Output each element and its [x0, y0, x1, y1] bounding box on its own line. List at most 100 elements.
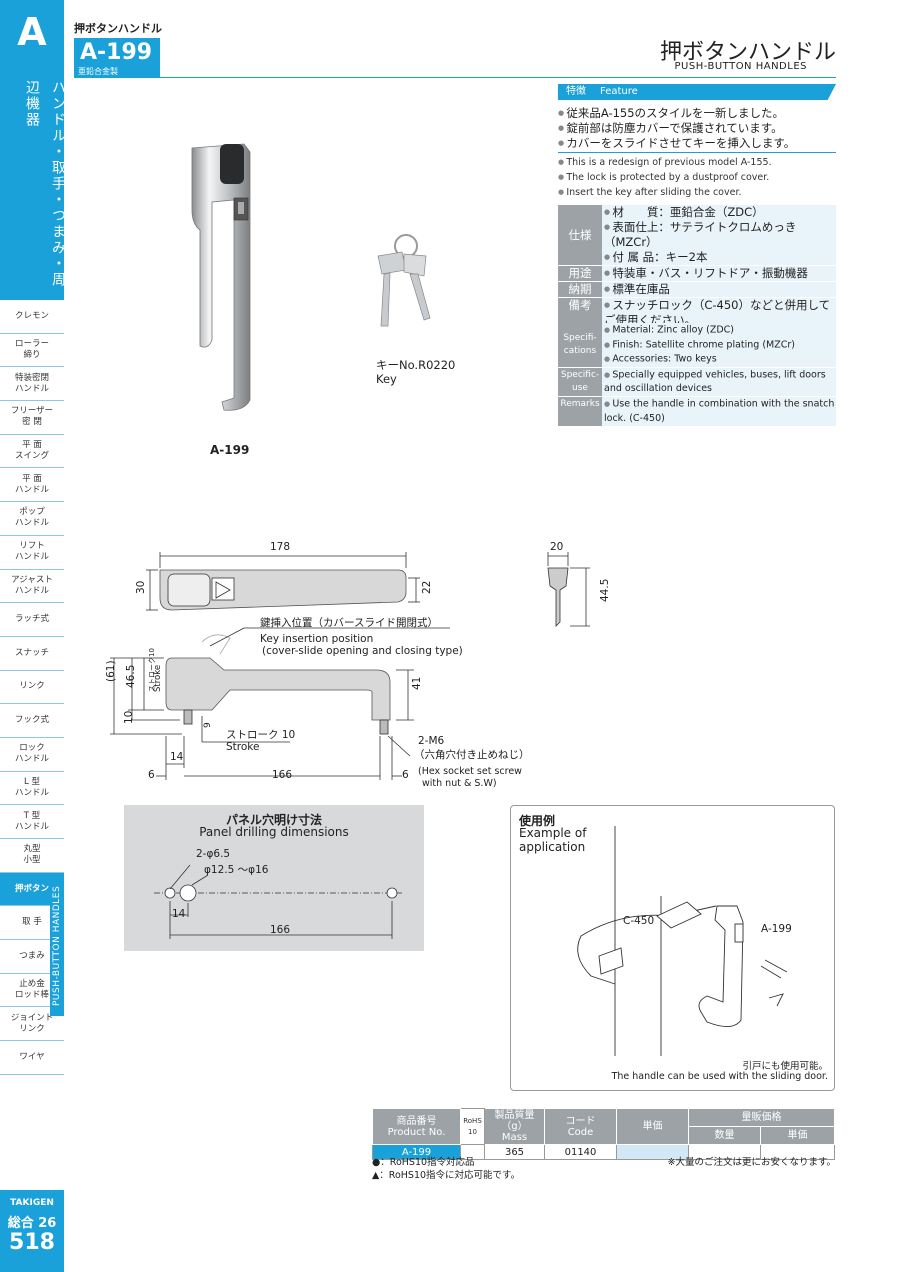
- usage-title-en: Example of application: [519, 826, 587, 854]
- key-label-en: Key: [376, 372, 397, 386]
- sidebar-item[interactable]: スナッチ: [0, 637, 64, 671]
- cell-unit-price: [760, 1144, 835, 1160]
- use-label-en: Specific- use: [558, 367, 602, 397]
- feature-item-en: This is a redesign of previous model A-1…: [558, 155, 771, 170]
- sidebar-item[interactable]: T 型 ハンドル: [0, 805, 64, 839]
- panel-dim-166: 166: [270, 924, 290, 936]
- stroke-label-v-jp: ストローク10: [148, 648, 156, 692]
- usage-illustration: C-450 A-199: [577, 826, 792, 1056]
- key-caption: キーNo.R0220 Key: [376, 358, 455, 386]
- sidebar-item[interactable]: リフト ハンドル: [0, 536, 64, 570]
- key-position-jp: 鍵挿入位置（カバースライド開閉式）: [260, 616, 438, 629]
- usage-note-en: The handle can be used with the sliding …: [611, 1071, 828, 1082]
- dim-top-height: 30: [135, 581, 147, 594]
- sidebar-item[interactable]: ロック ハンドル: [0, 738, 64, 772]
- col-volume-price: 量販価格: [688, 1108, 835, 1127]
- use-value-en: Specially equipped vehicles, buses, lift…: [604, 368, 836, 397]
- sidebar-item[interactable]: L 型 ハンドル: [0, 772, 64, 806]
- sidebar-item[interactable]: ラッチ式: [0, 603, 64, 637]
- sidebar-item[interactable]: ポップ ハンドル: [0, 502, 64, 536]
- dim-61: (61): [105, 660, 117, 682]
- sidebar-item[interactable]: 平 面 スイング: [0, 435, 64, 469]
- usage-label-c450: C-450: [623, 915, 654, 927]
- sidebar-item[interactable]: フック式: [0, 704, 64, 738]
- spec-item-en: Accessories: Two keys: [604, 352, 836, 367]
- sidebar-item[interactable]: 取 手: [0, 906, 64, 941]
- dim-14: 14: [170, 751, 184, 763]
- delivery-value: 標準在庫品: [604, 282, 836, 297]
- dim-41: 41: [411, 677, 423, 690]
- dimension-drawing: 178 30 22 20 44.5 鍵挿入位置（カバースライド開閉式） Key …: [105, 541, 610, 789]
- dim-6-left: 6: [148, 769, 155, 781]
- brand-name: TAKIGEN: [10, 1198, 54, 1208]
- stroke-jp: ストローク 10: [226, 729, 295, 741]
- feature-item: 錠前部は防塵カバーで保護されています。: [558, 121, 795, 136]
- sidebar-item[interactable]: フリーザー 密 閉: [0, 401, 64, 435]
- screw-spec: 2-M6: [418, 735, 445, 747]
- model-number: A-199: [80, 40, 153, 65]
- sidebar-footer: TAKIGEN 総合 26 518: [0, 1190, 64, 1272]
- screw-type-jp: （六角穴付き止めねじ）: [414, 748, 530, 761]
- sidebar-item[interactable]: リンク: [0, 671, 64, 705]
- stroke-label-v-en: Stroke: [153, 665, 163, 692]
- product-photo: [191, 143, 251, 411]
- dim-key-width: 20: [550, 541, 563, 553]
- hole-small: 2-φ6.5: [196, 848, 230, 860]
- model-material: 亜鉛合金製: [78, 67, 118, 76]
- sidebar-item[interactable]: 平 面 ハンドル: [0, 468, 64, 503]
- col-price: 単価: [616, 1108, 689, 1145]
- legend-rohs-possible: ▲：RoHS10指令に対応可能です。: [372, 1170, 521, 1181]
- dim-key-height: 44.5: [599, 579, 610, 602]
- sidebar-item[interactable]: 特装密閉 ハンドル: [0, 367, 64, 402]
- cell-price: [616, 1144, 689, 1160]
- spec-item: 材 質：亜鉛合金（ZDC）: [604, 205, 836, 220]
- panel-title-jp: パネル穴明け寸法: [225, 813, 322, 827]
- header-category: 押ボタンハンドル: [74, 22, 162, 35]
- sidebar-item[interactable]: アジャスト ハンドル: [0, 570, 64, 604]
- feature-item-en: The lock is protected by a dustproof cov…: [558, 170, 772, 185]
- dim-46-5: 46.5: [125, 665, 137, 688]
- dim-10: 10: [123, 711, 135, 724]
- dim-9: 9: [203, 722, 213, 728]
- sidebar-item[interactable]: ローラー 締り: [0, 334, 64, 368]
- sidebar-item[interactable]: 止め金 ロッド棒: [0, 974, 64, 1008]
- hole-large: φ12.5 ～φ16: [204, 864, 269, 876]
- dim-top-width: 178: [270, 541, 290, 553]
- sidebar-item[interactable]: クレモン: [0, 300, 64, 334]
- sidebar-section-en: PUSH-BUTTON HANDLES: [50, 876, 64, 1016]
- remarks-value-en: Use the handle in combination with the s…: [604, 397, 836, 426]
- sidebar-item[interactable]: ワイヤ: [0, 1041, 64, 1075]
- sidebar-item[interactable]: つまみ: [0, 940, 64, 974]
- sidebar-item[interactable]: 丸型 小型: [0, 839, 64, 873]
- legend-rohs: ●：RoHS10指令対応品: [372, 1157, 475, 1168]
- feature-heading: 特徴 Feature: [558, 84, 836, 100]
- usage-example-box: 使用例 Example of application C-450 A-199 引…: [510, 805, 835, 1091]
- feature-label-en: Feature: [600, 86, 638, 97]
- feature-list-jp: 従来品A-155のスタイルを一新しました。 錠前部は防塵カバーで保護されています…: [558, 106, 795, 151]
- feature-label-jp: 特徴: [566, 86, 586, 97]
- dim-166: 166: [272, 769, 292, 781]
- usage-note-jp: 引戸にも使用可能。: [742, 1061, 828, 1072]
- feature-item-en: Insert the key after sliding the cover.: [558, 185, 772, 200]
- col-qty: 数量: [688, 1126, 761, 1145]
- table-row: A-199 365 01140: [372, 1144, 835, 1160]
- feature-list-en: This is a redesign of previous model A-1…: [558, 155, 772, 200]
- col-mass: 製品質量（g）Mass: [484, 1108, 545, 1145]
- usage-title-jp: 使用例: [519, 814, 556, 828]
- spec-item: 表面仕上：サテライトクロムめっき（MZCr）: [604, 220, 836, 250]
- feature-item: 従来品A-155のスタイルを一新しました。: [558, 106, 795, 121]
- usage-label-a199: A-199: [761, 923, 792, 935]
- cell-code: 01140: [544, 1144, 617, 1160]
- cell-product: A-199: [372, 1144, 461, 1160]
- sidebar-item[interactable]: ジョイント リンク: [0, 1007, 64, 1042]
- key-position-en2: (cover-slide opening and closing type): [262, 645, 463, 657]
- page-number: 518: [9, 1230, 55, 1255]
- page-title: 押ボタンハンドル: [659, 40, 836, 65]
- key-photo: [377, 234, 431, 327]
- feature-divider: [558, 152, 836, 153]
- photo-caption: A-199: [210, 443, 250, 457]
- dim-6-right: 6: [402, 769, 409, 781]
